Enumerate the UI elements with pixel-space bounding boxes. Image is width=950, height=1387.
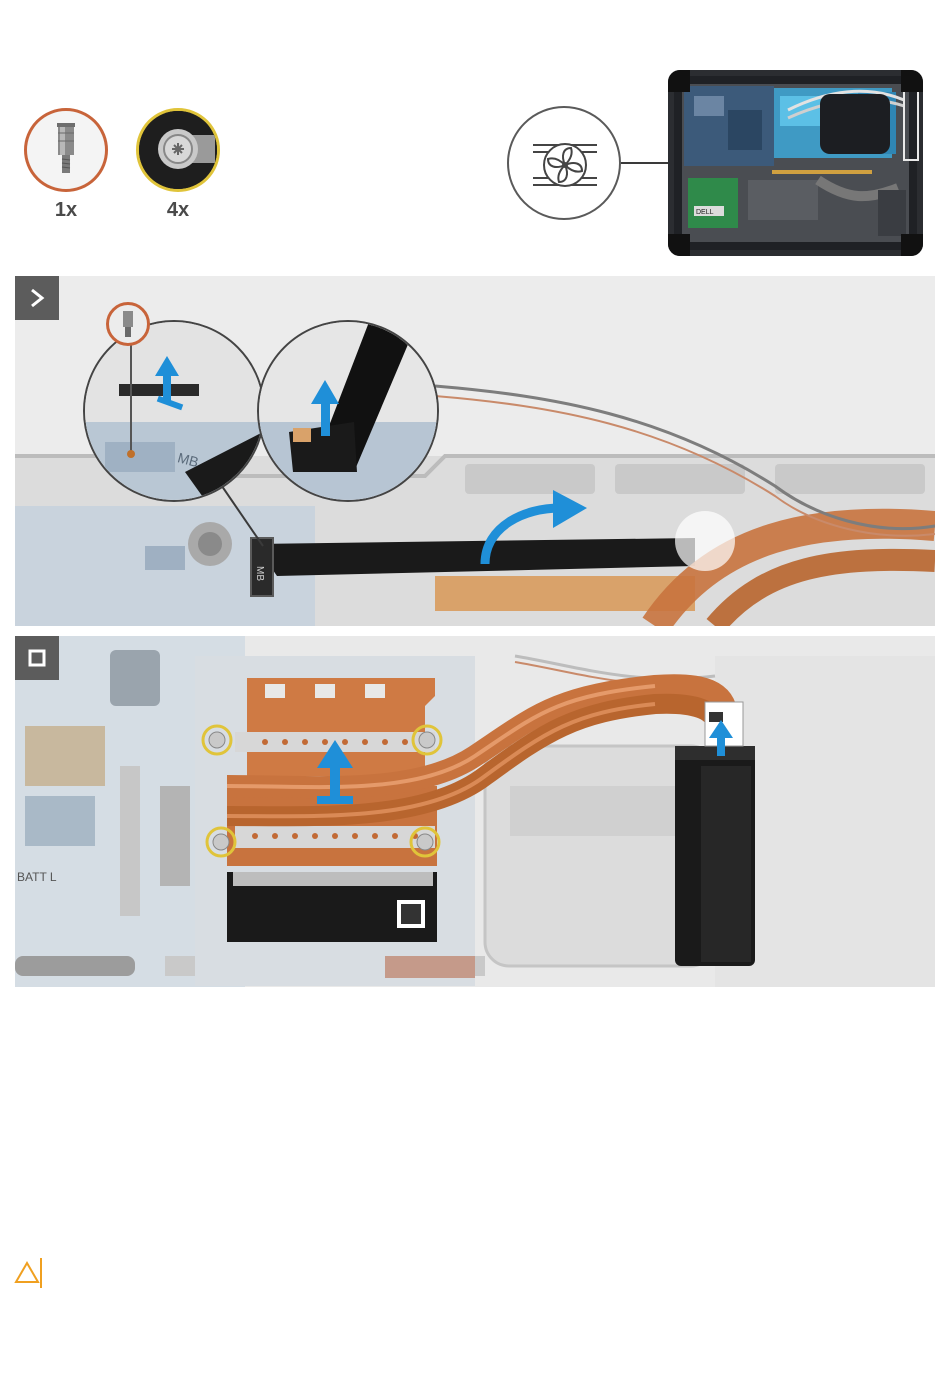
caution-note — [14, 1258, 42, 1288]
bracket-zoom-callout: MB — [83, 320, 265, 502]
chevron-right-icon — [27, 287, 47, 309]
captive-screw-count: 4x — [148, 199, 208, 222]
captive-screw-callout — [136, 108, 220, 192]
captive-screw-icon — [139, 111, 217, 189]
step-next-badge — [15, 276, 59, 320]
caution-bar — [40, 1258, 42, 1288]
standoff-screw-callout — [24, 108, 108, 192]
step-1-panel: MB MB — [15, 276, 935, 626]
standoff-screw-icon — [27, 111, 105, 189]
fan-locator-callout — [507, 106, 621, 220]
dell-board-label: DELL — [696, 209, 714, 216]
cable-zoom-callout — [257, 320, 439, 502]
step-final-badge — [15, 636, 59, 680]
mb-cable-label-1: MB — [254, 566, 265, 581]
standoff-screw-count: 1x — [36, 199, 96, 222]
stop-square-icon — [27, 648, 47, 668]
standoff-screw-marker — [106, 302, 150, 346]
fan-icon — [509, 108, 619, 218]
step-2-panel: BATT L — [15, 636, 935, 987]
batt-label: BATT L — [17, 870, 57, 884]
caution-triangle-icon — [14, 1260, 40, 1286]
system-overview-image: DELL — [668, 70, 923, 256]
